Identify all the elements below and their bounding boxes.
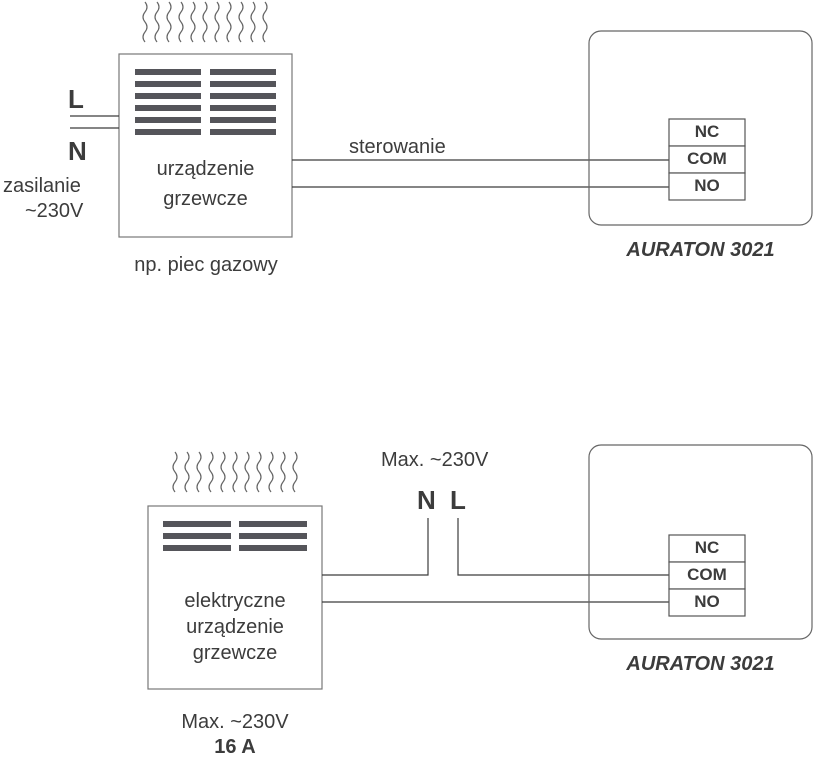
heater-label-bottom-line2: urządzenie — [186, 616, 284, 638]
thermostat-name-top: AURATON 3021 — [626, 239, 775, 261]
neutral-label-top: N — [68, 136, 87, 166]
terminal-com-top: COM — [687, 149, 727, 168]
thermostat-box-top — [588, 30, 813, 226]
terminal-nc-top: NC — [694, 122, 720, 141]
terminal-no-top: NO — [694, 176, 720, 195]
heater-grille-top — [135, 69, 276, 135]
supply-label-line1: zasilanie — [3, 175, 81, 197]
wire-l-to-com — [457, 518, 669, 576]
supply-label-line2: ~230V — [25, 200, 84, 222]
heater-label-top-line2: grzewcze — [163, 188, 248, 210]
load-current-label: 16 A — [214, 736, 256, 758]
phase-label-bottom: L — [450, 485, 466, 515]
terminal-com-bottom: COM — [687, 565, 727, 584]
terminal-block-bottom — [668, 534, 746, 617]
thermostat-box-bottom — [588, 444, 813, 640]
wire-n-to-heater — [322, 518, 429, 576]
supply-voltage-label-bottom: Max. ~230V — [381, 449, 489, 471]
thermostat-name-bottom: AURATON 3021 — [626, 653, 775, 675]
terminal-block-top — [668, 118, 746, 201]
heater-grille-bottom — [163, 521, 307, 551]
heater-label-bottom-line1: elektryczne — [184, 590, 286, 612]
terminal-nc-bottom: NC — [694, 538, 720, 557]
heat-waves-bottom — [172, 451, 298, 493]
neutral-label-bottom: N — [417, 485, 436, 515]
load-voltage-label: Max. ~230V — [181, 711, 289, 733]
heat-waves-top — [142, 1, 268, 43]
control-label: sterowanie — [349, 136, 446, 158]
terminal-no-bottom: NO — [694, 592, 720, 611]
phase-label-top: L — [68, 84, 84, 114]
heater-example-label: np. piec gazowy — [134, 254, 278, 276]
heater-label-bottom-line3: grzewcze — [192, 642, 278, 664]
heater-label-top-line1: urządzenie — [156, 158, 255, 180]
